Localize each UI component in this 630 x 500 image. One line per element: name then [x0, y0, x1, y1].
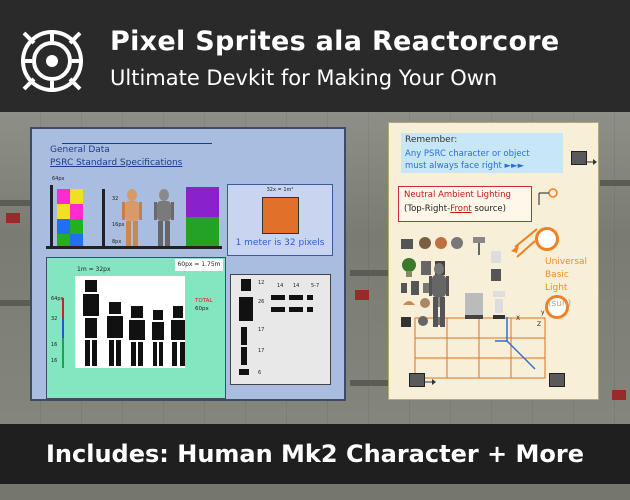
size-8-label: 8px: [112, 239, 122, 245]
color-reference-block: [186, 187, 219, 247]
size-reference-blocks: [57, 189, 97, 249]
background-pipe: [600, 180, 630, 186]
sun-icon: [535, 227, 559, 251]
remember-title: Remember:: [405, 135, 458, 145]
ambient-source-prefix: (Top-Right-: [404, 204, 451, 214]
small-crate-icon: [409, 373, 425, 387]
general-data-heading: General Data: [50, 145, 110, 155]
corner-arrow-icon: [538, 192, 549, 205]
divider: [62, 143, 212, 144]
measure-bar: [62, 298, 64, 318]
axis-x-label: X: [516, 315, 521, 322]
arrow-right-icon: [424, 379, 436, 385]
height-label: 60px = 1.75m: [175, 259, 223, 271]
title-banner: [0, 0, 630, 112]
ground-line: [46, 246, 222, 249]
part-label: 17: [258, 348, 265, 354]
arrow-right-icon: [585, 159, 597, 165]
axis-y-label: y: [541, 309, 545, 316]
part-label: 17: [258, 327, 265, 333]
background-pipe: [350, 270, 388, 276]
measure-bar: [62, 338, 64, 368]
prop-objects-sprites: [401, 237, 505, 327]
sun-label: (sun): [545, 295, 571, 319]
scale-pole: [102, 189, 105, 247]
page-title: Pixel Sprites ala Reactorcore: [110, 26, 560, 57]
light-label: Light: [545, 283, 568, 293]
body-parts-sprites: [239, 279, 313, 375]
ambient-lighting-box: [398, 186, 532, 222]
proportions-diagram: 60px = 1.75m 1m = 32px 64px 32 16 16 TOT…: [46, 257, 226, 399]
remember-line-1: Any PSRC character or object: [405, 149, 530, 159]
background-red-light: [612, 390, 626, 400]
universal-light-label: Universal: [545, 257, 588, 267]
part-label: 14: [293, 283, 300, 289]
one-meter-tile: [262, 197, 299, 234]
human-sprite-grey: [154, 189, 174, 247]
reactorcore-logo-icon: [21, 30, 83, 92]
silhouette-sprites: [83, 280, 185, 366]
sun-rays-icon: [511, 228, 538, 258]
measure-bar: [62, 318, 64, 338]
background-red-light: [355, 290, 369, 300]
square-caption: 32x = 1m²: [266, 187, 294, 193]
ambient-lighting-title: Neutral Ambient Lighting: [404, 190, 511, 200]
human-sprite-lit: [429, 263, 449, 327]
remember-box: [401, 133, 563, 173]
background-red-light: [6, 213, 20, 223]
ambient-source-front: Front: [450, 204, 472, 214]
scale-pole: [50, 185, 53, 247]
left-64-label: 64px: [51, 296, 64, 302]
specifications-heading: PSRC Standard Specifications: [50, 158, 183, 168]
ambient-lighting-source: (Top-Right-Front source): [404, 204, 506, 214]
facing-right-cube-icon: [571, 151, 587, 165]
part-label: 14: [277, 283, 284, 289]
part-label: 6: [258, 370, 262, 376]
size-32-label: 32: [112, 196, 119, 202]
page-subtitle: Ultimate Devkit for Making Your Own: [110, 66, 498, 90]
ambient-source-suffix: source): [471, 204, 506, 214]
axis-z-label: Z: [537, 321, 542, 328]
scale-label: 1m = 32px: [77, 266, 111, 273]
part-label: 5-7: [311, 283, 320, 289]
left-16a-label: 16: [51, 342, 58, 348]
sprite-parts-breakdown: 12 26 17 17 6 14 14 5-7: [230, 274, 331, 385]
meter-pixel-label: 1 meter is 32 pixels: [235, 238, 325, 248]
specifications-panel: General Data PSRC Standard Specification…: [30, 127, 346, 401]
human-sprite-light: [122, 189, 142, 247]
part-label: 26: [258, 299, 265, 305]
basic-light-label: Basic: [545, 270, 569, 280]
small-crate-icon: [549, 373, 565, 387]
size-64-label: 64px: [52, 176, 65, 182]
remember-line-2: must always face right ►►►: [405, 161, 525, 171]
meter-reference-box: 32x = 1m² 1 meter is 32 pixels: [227, 184, 333, 256]
part-label: 12: [258, 280, 265, 286]
total-value: 60px: [195, 306, 209, 312]
total-label: TOTAL: [195, 298, 213, 304]
background-pipe: [0, 200, 30, 206]
background-pipe: [350, 380, 388, 386]
background-pipe: [0, 300, 30, 306]
lighting-panel: Remember: Any PSRC character or object m…: [388, 122, 599, 400]
isometric-grid: [414, 317, 546, 379]
background-floor: [0, 484, 630, 500]
footer-banner: [0, 424, 630, 484]
size-16-label: 16px: [112, 222, 125, 228]
left-16b-label: 16: [51, 358, 58, 364]
footer-text: Includes: Human Mk2 Character + More: [45, 440, 584, 468]
left-32-label: 32: [51, 316, 58, 322]
